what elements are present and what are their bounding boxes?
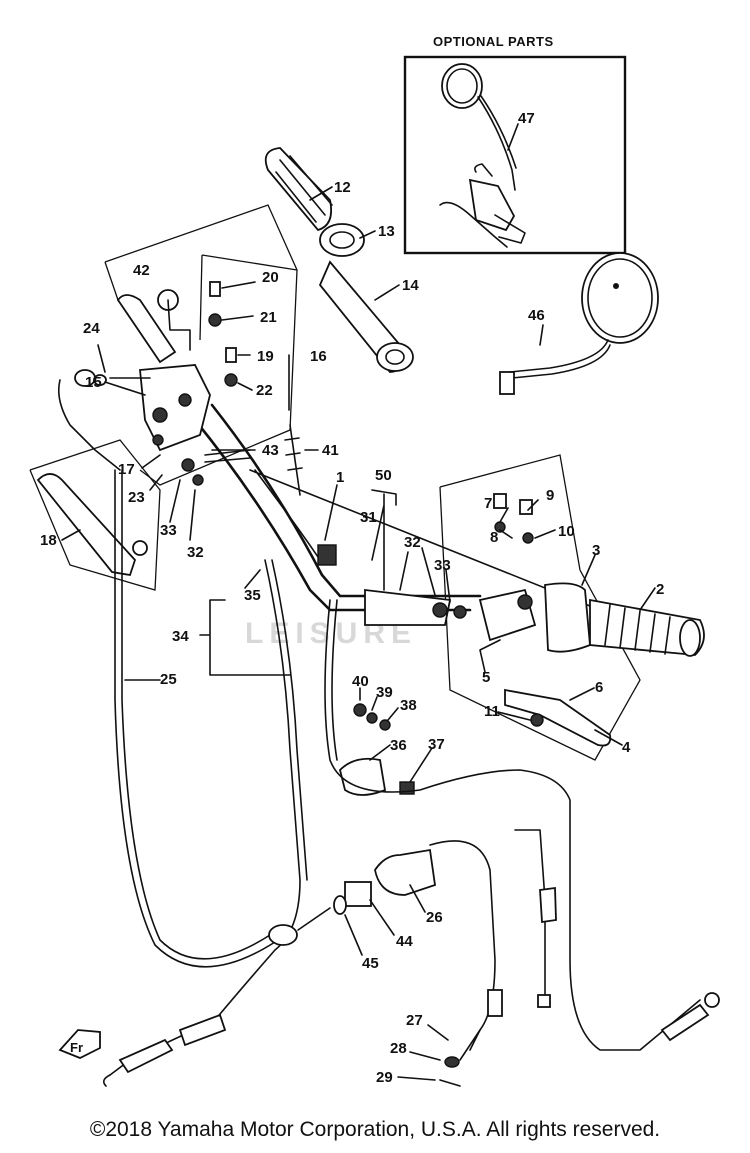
- callout-22: 22: [256, 382, 273, 399]
- callout-14: 14: [402, 277, 419, 294]
- optional-parts-header: OPTIONAL PARTS: [433, 34, 554, 49]
- callout-42: 42: [133, 262, 150, 279]
- callout-17: 17: [118, 461, 135, 478]
- callout-47: 47: [518, 110, 535, 127]
- optional-mirror-head: [441, 63, 483, 109]
- callout-4: 4: [622, 739, 631, 756]
- svg-text:Fr: Fr: [70, 1040, 83, 1055]
- right-lever-dashed-box: [439, 454, 641, 761]
- cables: [109, 469, 701, 1076]
- callout-2: 2: [656, 581, 664, 598]
- clutch-lever-18: [36, 473, 137, 577]
- callout-28: 28: [390, 1040, 407, 1057]
- callout-27: 27: [406, 1012, 423, 1029]
- callout-33-left: 33: [160, 522, 177, 539]
- callout-46: 46: [528, 307, 545, 324]
- callout-40: 40: [352, 673, 369, 690]
- callout-21: 21: [260, 309, 277, 326]
- callout-8: 8: [490, 529, 498, 546]
- optional-lever-assembly: [468, 178, 516, 232]
- throttle-sleeve-31: [364, 588, 452, 626]
- callout-6: 6: [595, 679, 603, 696]
- left-lever-holder: [57, 281, 238, 486]
- callout-19: 19: [257, 348, 274, 365]
- part-44: [344, 881, 372, 907]
- callout-12: 12: [334, 179, 351, 196]
- callout-36: 36: [390, 737, 407, 754]
- callout-43: 43: [262, 442, 279, 459]
- throttle-housing-3: [544, 582, 591, 653]
- callout-45: 45: [362, 955, 379, 972]
- callout-7: 7: [484, 495, 492, 512]
- switch-body-42: [116, 294, 177, 364]
- callout-31: 31: [360, 509, 377, 526]
- callout-32-right: 32: [404, 534, 421, 551]
- callout-26: 26: [426, 909, 443, 926]
- optional-mirror-stem: [477, 96, 516, 191]
- callout-37: 37: [428, 736, 445, 753]
- right-grip-2: [589, 598, 705, 656]
- callout-16: 16: [310, 348, 327, 365]
- part-45: [333, 895, 347, 915]
- callout-41: 41: [322, 442, 339, 459]
- callout-9: 9: [546, 487, 554, 504]
- throttle-assembly: [364, 493, 705, 657]
- leader-lines: [61, 123, 656, 1081]
- switch-26: [374, 848, 436, 896]
- callout-10: 10: [558, 523, 575, 540]
- grip-collar-13: [319, 223, 365, 257]
- callout-3: 3: [592, 542, 600, 559]
- callout-15: 15: [85, 374, 102, 391]
- callout-1: 1: [336, 469, 344, 486]
- brake-lever-6: [504, 688, 612, 747]
- callout-5: 5: [482, 669, 490, 686]
- left-grip-assembly: [264, 147, 414, 373]
- front-direction-arrow: Fr: [58, 1029, 101, 1059]
- callout-39: 39: [376, 684, 393, 701]
- callout-13: 13: [378, 223, 395, 240]
- mirror-46: [499, 252, 659, 395]
- callout-20: 20: [262, 269, 279, 286]
- callout-18: 18: [40, 532, 57, 549]
- cable-guide-36: [339, 757, 387, 796]
- callout-50: 50: [375, 467, 392, 484]
- handlebar: [193, 403, 601, 612]
- callout-34: 34: [172, 628, 189, 645]
- optional-parts-box: OPTIONAL PARTS: [403, 34, 627, 255]
- callout-38: 38: [400, 697, 417, 714]
- callout-25: 25: [160, 671, 177, 688]
- callout-24: 24: [83, 320, 100, 337]
- callout-29: 29: [376, 1069, 393, 1086]
- copyright-notice: ©2018 Yamaha Motor Corporation, U.S.A. A…: [89, 1118, 661, 1141]
- callout-labels: 47 12 13 14 46 42 20 21 19 16 22 24 15 4…: [40, 110, 664, 1086]
- bolt-41: [284, 424, 303, 496]
- connector: [317, 544, 337, 566]
- parts-diagram: LEISURE OPTIONAL PARTS: [29, 34, 720, 1087]
- callout-32-left: 32: [187, 544, 204, 561]
- callout-33-right: 33: [434, 557, 451, 574]
- grip-12: [264, 147, 333, 232]
- callout-44: 44: [396, 933, 413, 950]
- callout-11: 11: [484, 703, 500, 720]
- callout-35: 35: [244, 587, 261, 604]
- left-lever-dashed-box: [29, 439, 161, 591]
- callout-23: 23: [128, 489, 145, 506]
